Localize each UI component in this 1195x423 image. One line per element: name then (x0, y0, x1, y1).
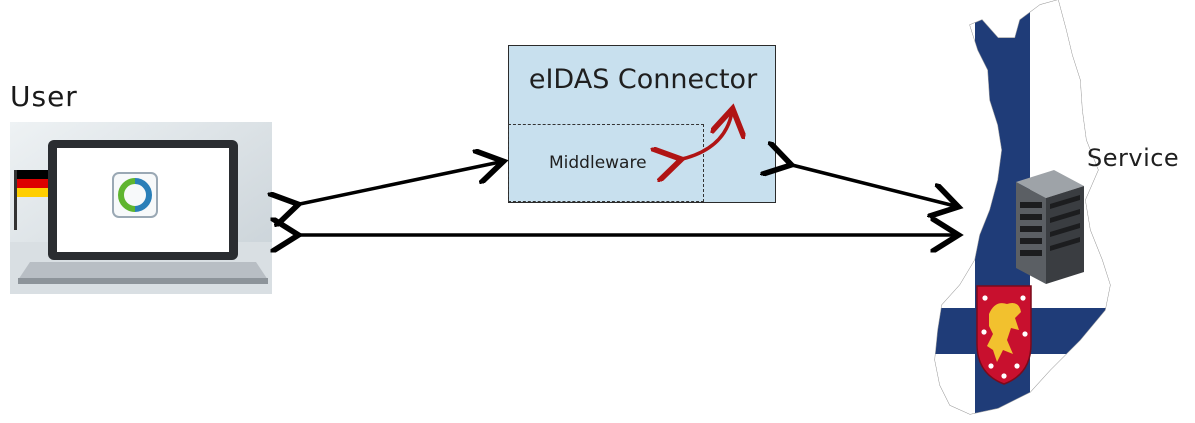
service-label: Service (1087, 144, 1180, 172)
arrow-user-connector (295, 162, 500, 205)
server-rack-icon (1016, 170, 1084, 284)
ausweisapp-logo-icon (112, 172, 158, 218)
curved-arrow-middleware-connector (678, 112, 732, 160)
finland-coat-of-arms-icon (976, 285, 1032, 385)
connector-title: eIDAS Connector (528, 64, 758, 95)
middleware-label: Middleware (549, 153, 647, 173)
arrow-connector-service (788, 164, 955, 206)
user-label: User (10, 80, 78, 113)
germany-flag-icon (14, 170, 48, 230)
